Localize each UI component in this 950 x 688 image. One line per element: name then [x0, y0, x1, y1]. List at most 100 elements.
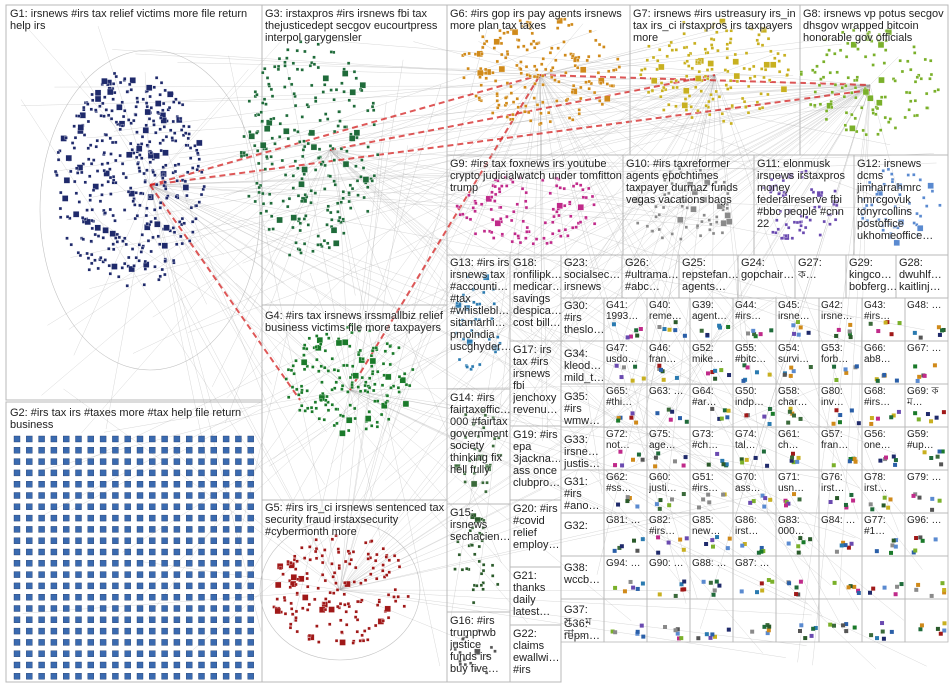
node	[261, 101, 264, 104]
node	[174, 572, 180, 578]
node	[199, 606, 205, 612]
node	[162, 594, 168, 600]
node	[909, 100, 912, 103]
node	[291, 574, 297, 580]
node	[223, 628, 229, 634]
node	[720, 417, 724, 421]
small-group-label: G58: char…	[778, 386, 818, 410]
node	[235, 583, 241, 589]
node	[481, 46, 484, 49]
node	[706, 77, 709, 80]
node	[310, 84, 313, 87]
node	[331, 538, 334, 541]
node	[308, 634, 311, 637]
node	[317, 66, 320, 69]
node	[63, 617, 69, 623]
node	[828, 49, 831, 52]
node	[137, 628, 143, 634]
node	[355, 77, 358, 80]
node	[76, 549, 82, 555]
node	[773, 57, 776, 60]
node	[604, 96, 610, 102]
node	[655, 215, 658, 218]
edge	[106, 185, 150, 429]
node	[223, 617, 229, 623]
node	[359, 349, 362, 352]
node	[330, 562, 333, 565]
node	[248, 526, 254, 532]
node	[82, 106, 85, 109]
node	[748, 501, 752, 505]
node	[750, 630, 754, 634]
node	[282, 573, 285, 576]
node	[125, 594, 131, 600]
node	[929, 456, 933, 460]
node	[337, 548, 340, 551]
group-label-g30: G30: #irs theslo…	[564, 300, 604, 336]
node	[317, 235, 320, 238]
node	[137, 493, 143, 499]
node	[125, 538, 131, 544]
node	[540, 63, 543, 66]
node	[199, 504, 205, 510]
node	[223, 549, 229, 555]
node	[99, 256, 102, 259]
node	[787, 68, 790, 71]
node	[323, 602, 326, 605]
node	[173, 231, 176, 234]
node	[699, 234, 702, 237]
node	[303, 557, 306, 560]
node	[264, 168, 267, 171]
node	[349, 207, 352, 210]
node	[337, 219, 340, 222]
node	[326, 209, 329, 212]
node	[467, 194, 470, 197]
node	[303, 173, 306, 176]
node	[762, 76, 765, 79]
node	[829, 71, 832, 74]
node	[96, 170, 99, 173]
node	[174, 560, 180, 566]
small-group-label: G59: #up…	[907, 429, 947, 453]
node	[324, 164, 327, 167]
node	[26, 515, 32, 521]
node	[339, 602, 342, 605]
node	[211, 504, 217, 510]
node	[223, 662, 229, 668]
node	[149, 538, 155, 544]
node	[501, 233, 504, 236]
node	[791, 237, 794, 240]
node	[200, 193, 203, 196]
node	[707, 463, 711, 467]
node	[14, 538, 20, 544]
node	[878, 459, 882, 463]
node	[715, 215, 718, 218]
node	[895, 379, 899, 383]
node	[579, 86, 582, 89]
node	[197, 165, 200, 168]
node	[870, 507, 874, 511]
node	[760, 588, 764, 592]
node	[881, 630, 885, 634]
node	[535, 42, 538, 45]
small-group-label: G51: #irs…	[692, 472, 732, 496]
node	[634, 421, 638, 425]
node	[130, 77, 136, 83]
node	[235, 447, 241, 453]
node	[211, 662, 217, 668]
node	[594, 39, 597, 42]
node	[302, 347, 305, 350]
node	[894, 458, 898, 462]
node	[799, 580, 803, 584]
node	[838, 420, 842, 424]
node	[287, 560, 290, 563]
node	[788, 410, 792, 414]
node	[223, 481, 229, 487]
node	[298, 409, 301, 412]
node	[159, 93, 162, 96]
node	[261, 71, 264, 74]
node	[131, 148, 134, 151]
node	[269, 118, 272, 121]
node	[66, 155, 72, 161]
node	[480, 52, 483, 55]
